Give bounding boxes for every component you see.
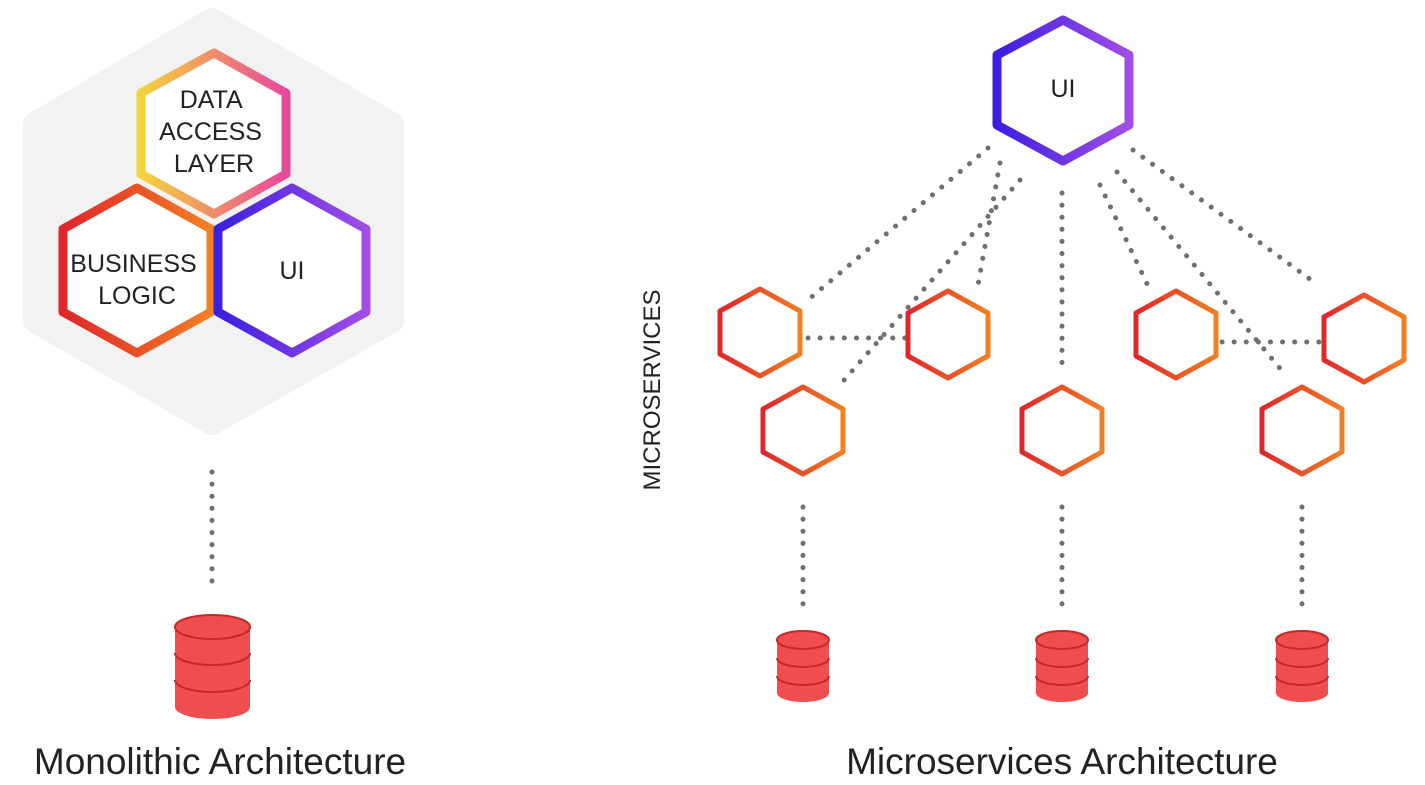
microservices-ui-label: UI [1051,75,1076,103]
data-access-label-line-3: LAYER [174,150,254,178]
microservices-group: UI [639,15,1407,782]
business-logic-hexagon [58,183,216,358]
data-access-label-line-1: DATA [180,86,243,114]
business-logic-label-line-1: BUSINESS [70,250,196,278]
data-access-layer-label: DATA ACCESS LAYER [159,86,269,178]
monolith-data-access-layer: DATA ACCESS LAYER [136,48,291,219]
microservice-hexagon [1019,384,1105,477]
monolith-caption: Monolithic Architecture [34,741,406,782]
connector-ui-service-1 [805,145,991,303]
data-access-label-line-2: ACCESS [159,118,262,146]
connector-ui-service-5 [1097,182,1153,293]
microservice-database-icon [776,630,830,702]
microservice-hexagon [717,286,803,379]
connector-ui-service-8 [1114,169,1286,375]
monolith-ui-hexagon [213,183,371,358]
microservices-ui: UI [992,15,1134,166]
microservice-database-icon [1035,630,1089,702]
data-access-layer-hexagon [136,48,291,219]
monolith-database-icon [174,614,251,719]
connector-ui-service-2 [835,177,1023,390]
monolith-group: DATA ACCESS LAYER BUSINESS LOGIC UI Mono… [23,8,406,782]
microservice-hexagon [1321,292,1407,385]
microservices-vertical-label: MICROSERVICES [639,290,666,491]
monolith-business-logic: BUSINESS LOGIC [58,183,216,358]
connector-ui-service-3 [975,160,1003,288]
microservice-hexagon [1259,384,1345,477]
microservice-hexagon [1133,288,1219,381]
microservices-ui-hexagon [992,15,1134,166]
service-hexagons [717,286,1407,477]
connector-ui-service-6 [1130,147,1321,288]
monolith-ui: UI [213,183,371,358]
business-logic-label: BUSINESS LOGIC [70,250,203,310]
monolith-ui-label: UI [280,257,305,285]
business-logic-label-line-2: LOGIC [98,282,176,310]
connector-lines [800,145,1325,615]
microservice-hexagon [760,384,846,477]
microservices-caption: Microservices Architecture [846,741,1278,782]
microservice-hexagon [905,288,991,381]
microservice-database-icon [1275,630,1329,702]
